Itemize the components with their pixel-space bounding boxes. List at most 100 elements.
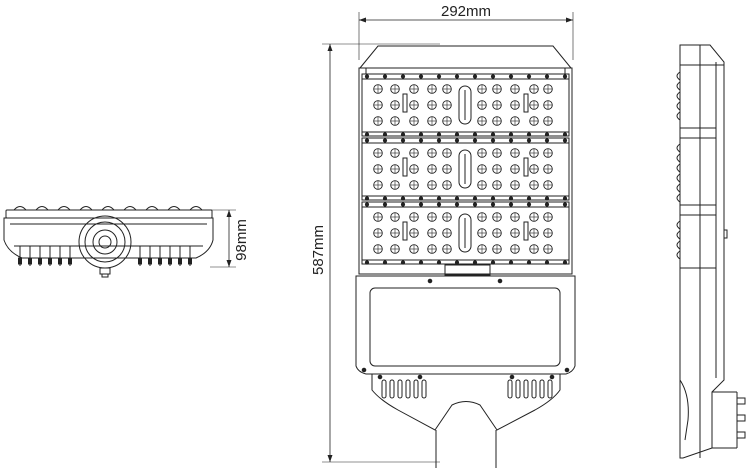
led-lens [510,164,520,174]
led-lens [492,84,502,94]
screw [562,138,568,143]
screw [508,260,514,265]
fin-tip [58,257,62,265]
lens-dome [101,206,115,211]
screw [544,138,550,143]
screw [364,260,370,265]
vent-slot [515,379,521,399]
led-lens [529,148,539,158]
width-dimension-label: 292mm [441,3,491,20]
screw [544,202,550,207]
fin-tip [188,257,192,265]
led-lens [477,180,487,190]
led-lens [409,244,419,254]
end-view-lens-row [13,206,203,211]
led-lens [529,228,539,238]
screw [490,74,496,79]
led-lens [427,212,437,222]
led-lens [390,148,400,158]
screw [418,260,424,265]
screw [544,260,550,265]
led-lens [477,148,487,158]
screw [382,132,388,137]
screw [418,74,424,79]
led-lens [529,84,539,94]
lens-dome [57,206,71,211]
screw [382,196,388,201]
screw [562,196,568,201]
vent-slot [523,379,529,399]
led-lens [373,244,383,254]
lens-dome [145,206,159,211]
screw [508,74,514,79]
side-lens [676,250,681,260]
led-lens [409,212,419,222]
screw [526,74,532,79]
led-lens [442,180,452,190]
screw [436,132,442,137]
led-lens [543,148,553,158]
vent-slot [381,379,387,399]
led-lens [492,164,502,174]
led-lens [373,84,383,94]
screw [400,138,406,143]
screw [490,260,496,265]
led-lens [409,164,419,174]
screw [526,202,532,207]
led-lens [477,100,487,110]
led-lens [427,116,437,126]
driver-cover [369,287,561,367]
vent-slot [531,379,537,399]
screw [436,196,442,201]
led-lens [510,228,520,238]
led-lens [409,116,419,126]
screw [508,138,514,143]
led-lens [427,244,437,254]
vent-slot [547,379,553,399]
screw [562,74,568,79]
led-lens [543,84,553,94]
pole-mount [435,430,497,468]
fin-tip [168,257,172,265]
led-lens [427,180,437,190]
fin-tip [158,257,162,265]
led-lens [427,148,437,158]
side-lens [676,153,681,163]
screw [490,196,496,201]
led-lens [529,180,539,190]
length-dimension: 587mm [310,43,440,463]
length-dimension-label: 587mm [310,225,327,275]
screw [526,132,532,137]
led-lens [373,164,383,174]
led-lens [373,100,383,110]
height-dimension: 98mm [210,209,250,268]
vent-slot [507,379,513,399]
led-lens [373,180,383,190]
vent-slot [539,379,545,399]
screw [526,138,532,143]
screw [490,138,496,143]
vent-slot [397,379,403,399]
screw [436,260,442,265]
led-lens [529,100,539,110]
side-view [676,44,746,459]
led-lens [373,116,383,126]
led-lens [492,148,502,158]
screw [490,132,496,137]
side-lens [676,163,681,173]
screw [454,202,460,207]
side-lens [676,173,681,183]
vent-slot [405,379,411,399]
screw [544,74,550,79]
led-lens [477,84,487,94]
led-lens [373,148,383,158]
led-lens [427,164,437,174]
side-lens [676,193,681,203]
lens-dome [189,206,203,211]
side-lens [676,81,681,91]
led-lens [543,228,553,238]
screw [454,138,460,143]
screw [400,196,406,201]
led-lens [390,212,400,222]
